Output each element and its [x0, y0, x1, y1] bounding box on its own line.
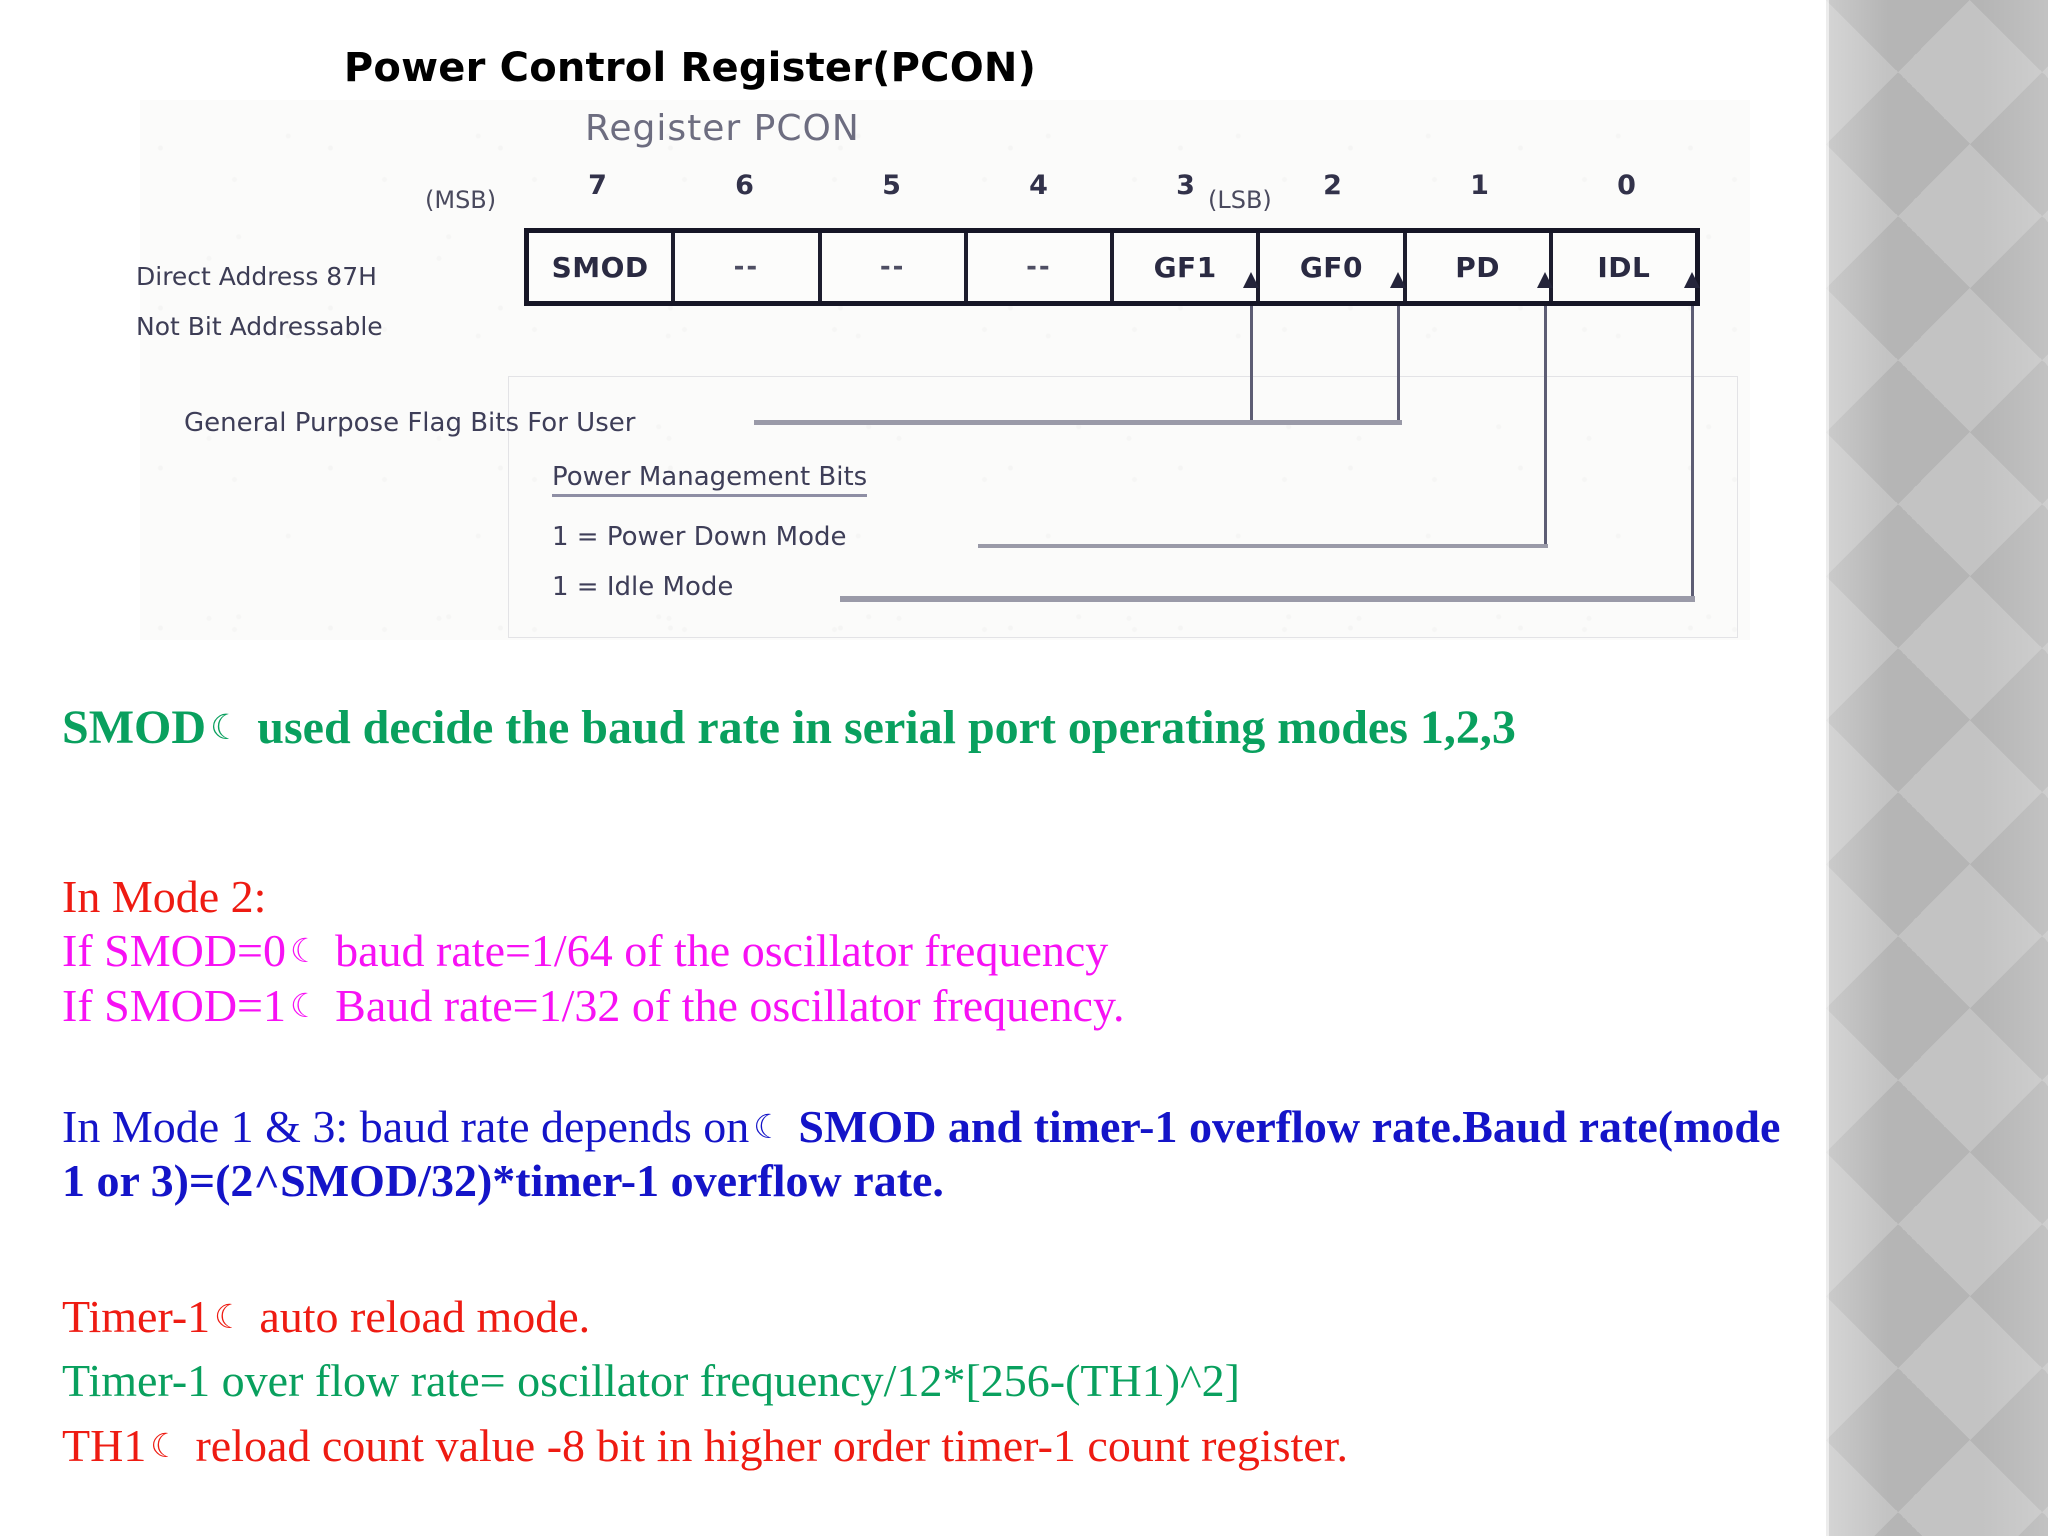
moon-arrow-icon: ☾ — [753, 1107, 783, 1147]
bit-number-1: 1 — [1470, 170, 1489, 201]
leader-gpf-horizontal — [754, 420, 1402, 425]
th1-post: reload count value -8 bit in higher orde… — [195, 1419, 1348, 1471]
smod-keyword: SMOD — [62, 701, 206, 754]
timer-autoreload-pre: Timer-1 — [62, 1291, 211, 1342]
moon-arrow-icon: ☾ — [214, 1297, 244, 1337]
callout-power-down-mode: 1 = Power Down Mode — [552, 522, 847, 552]
arrowhead-idl — [1684, 272, 1700, 288]
timer-line-th1: TH1☾ reload count value -8 bit in higher… — [62, 1419, 1782, 1473]
smod-description-text: used decide the baud rate in serial port… — [257, 701, 1516, 754]
moon-arrow-icon: ☾ — [150, 1425, 180, 1465]
mode13-formula: SMOD and timer-1 overflow rate.Baud rate… — [62, 1101, 1781, 1207]
bit-number-3: 3 — [1176, 170, 1195, 201]
callout-general-purpose-flags: General Purpose Flag Bits For User — [184, 408, 636, 438]
register-cell-unused-6: -- — [675, 233, 822, 301]
mode2-smod0-pre: If SMOD=0 — [62, 925, 287, 977]
arrowhead-gf0 — [1390, 272, 1406, 288]
th1-pre: TH1 — [62, 1419, 147, 1471]
bit-number-4: 4 — [1029, 170, 1048, 201]
smod-description-paragraph: SMOD☾ used decide the baud rate in seria… — [62, 700, 1782, 757]
leader-pd-horizontal — [978, 544, 1548, 548]
figure-subtitle: Register PCON — [585, 108, 860, 149]
register-cell-gf1: GF1 — [1114, 233, 1261, 301]
mode13-intro: In Mode 1 & 3: baud rate depends on — [62, 1101, 750, 1152]
arrowhead-pd — [1537, 272, 1553, 288]
leader-gf1-vertical — [1250, 306, 1253, 422]
mode2-heading: In Mode 2: — [62, 871, 267, 922]
bit-number-5: 5 — [882, 170, 901, 201]
decorative-sidebar — [1826, 0, 2048, 1536]
register-cell-unused-5: -- — [822, 233, 968, 301]
moon-arrow-icon: ☾ — [289, 931, 320, 971]
bit-number-6: 6 — [735, 170, 754, 201]
bit-addressable-label: Not Bit Addressable — [136, 312, 383, 341]
page-title: Power Control Register(PCON) — [343, 45, 1037, 91]
register-diagram-figure: Register PCON (MSB) (LSB) 7 6 5 4 3 2 1 … — [136, 100, 1750, 640]
register-bit-row: SMOD -- -- -- GF1 GF0 PD IDL — [524, 228, 1700, 306]
leader-gf0-vertical — [1397, 306, 1400, 422]
register-cell-idl: IDL — [1597, 250, 1651, 284]
sidebar-sheen — [1826, 0, 2048, 1536]
callout-power-management-bits: Power Management Bits — [552, 462, 868, 497]
mode2-smod0-post: baud rate=1/64 of the oscillator frequen… — [335, 925, 1109, 977]
mode2-smod1-pre: If SMOD=1 — [62, 979, 287, 1031]
leader-idl-horizontal — [840, 596, 1695, 602]
sidebar-edge-highlight — [1826, 0, 1829, 1536]
timer-overflow-formula: Timer-1 over flow rate= oscillator frequ… — [62, 1355, 1240, 1407]
timer-paragraph: Timer-1☾ auto reload mode. Timer-1 over … — [62, 1290, 1782, 1483]
moon-arrow-icon: ☾ — [289, 985, 320, 1025]
timer-line-autoreload: Timer-1☾ auto reload mode. — [62, 1290, 1782, 1344]
bit-number-7: 7 — [588, 170, 607, 201]
register-cell-pd: PD — [1407, 233, 1553, 301]
mode2-line-smod0: If SMOD=0☾ baud rate=1/64 of the oscilla… — [62, 924, 1782, 978]
callout-idle-mode: 1 = Idle Mode — [552, 572, 734, 602]
leader-pd-vertical — [1544, 306, 1547, 546]
mode2-smod1-post: Baud rate=1/32 of the oscillator frequen… — [335, 979, 1125, 1031]
mode13-paragraph: In Mode 1 & 3: baud rate depends on☾ SMO… — [62, 1100, 1782, 1209]
mode2-line-smod1: If SMOD=1☾ Baud rate=1/32 of the oscilla… — [62, 979, 1782, 1033]
timer-autoreload-post: auto reload mode. — [259, 1291, 591, 1342]
register-cell-unused-4: -- — [968, 233, 1114, 301]
register-cell-gf0: GF0 — [1260, 233, 1407, 301]
moon-arrow-icon: ☾ — [210, 707, 242, 748]
slide-canvas: Power Control Register(PCON) Register PC… — [62, 45, 1782, 1483]
bit-number-2: 2 — [1323, 170, 1342, 201]
lsb-label: (LSB) — [1208, 186, 1272, 214]
direct-address-label: Direct Address 87H — [136, 262, 377, 291]
mode2-paragraph: In Mode 2: If SMOD=0☾ baud rate=1/64 of … — [62, 870, 1782, 1033]
msb-label: (MSB) — [425, 186, 497, 214]
bit-number-0: 0 — [1617, 170, 1636, 201]
arrowhead-gf1 — [1243, 272, 1259, 288]
register-cell-smod: SMOD — [529, 233, 676, 301]
leader-idl-vertical — [1691, 306, 1694, 600]
